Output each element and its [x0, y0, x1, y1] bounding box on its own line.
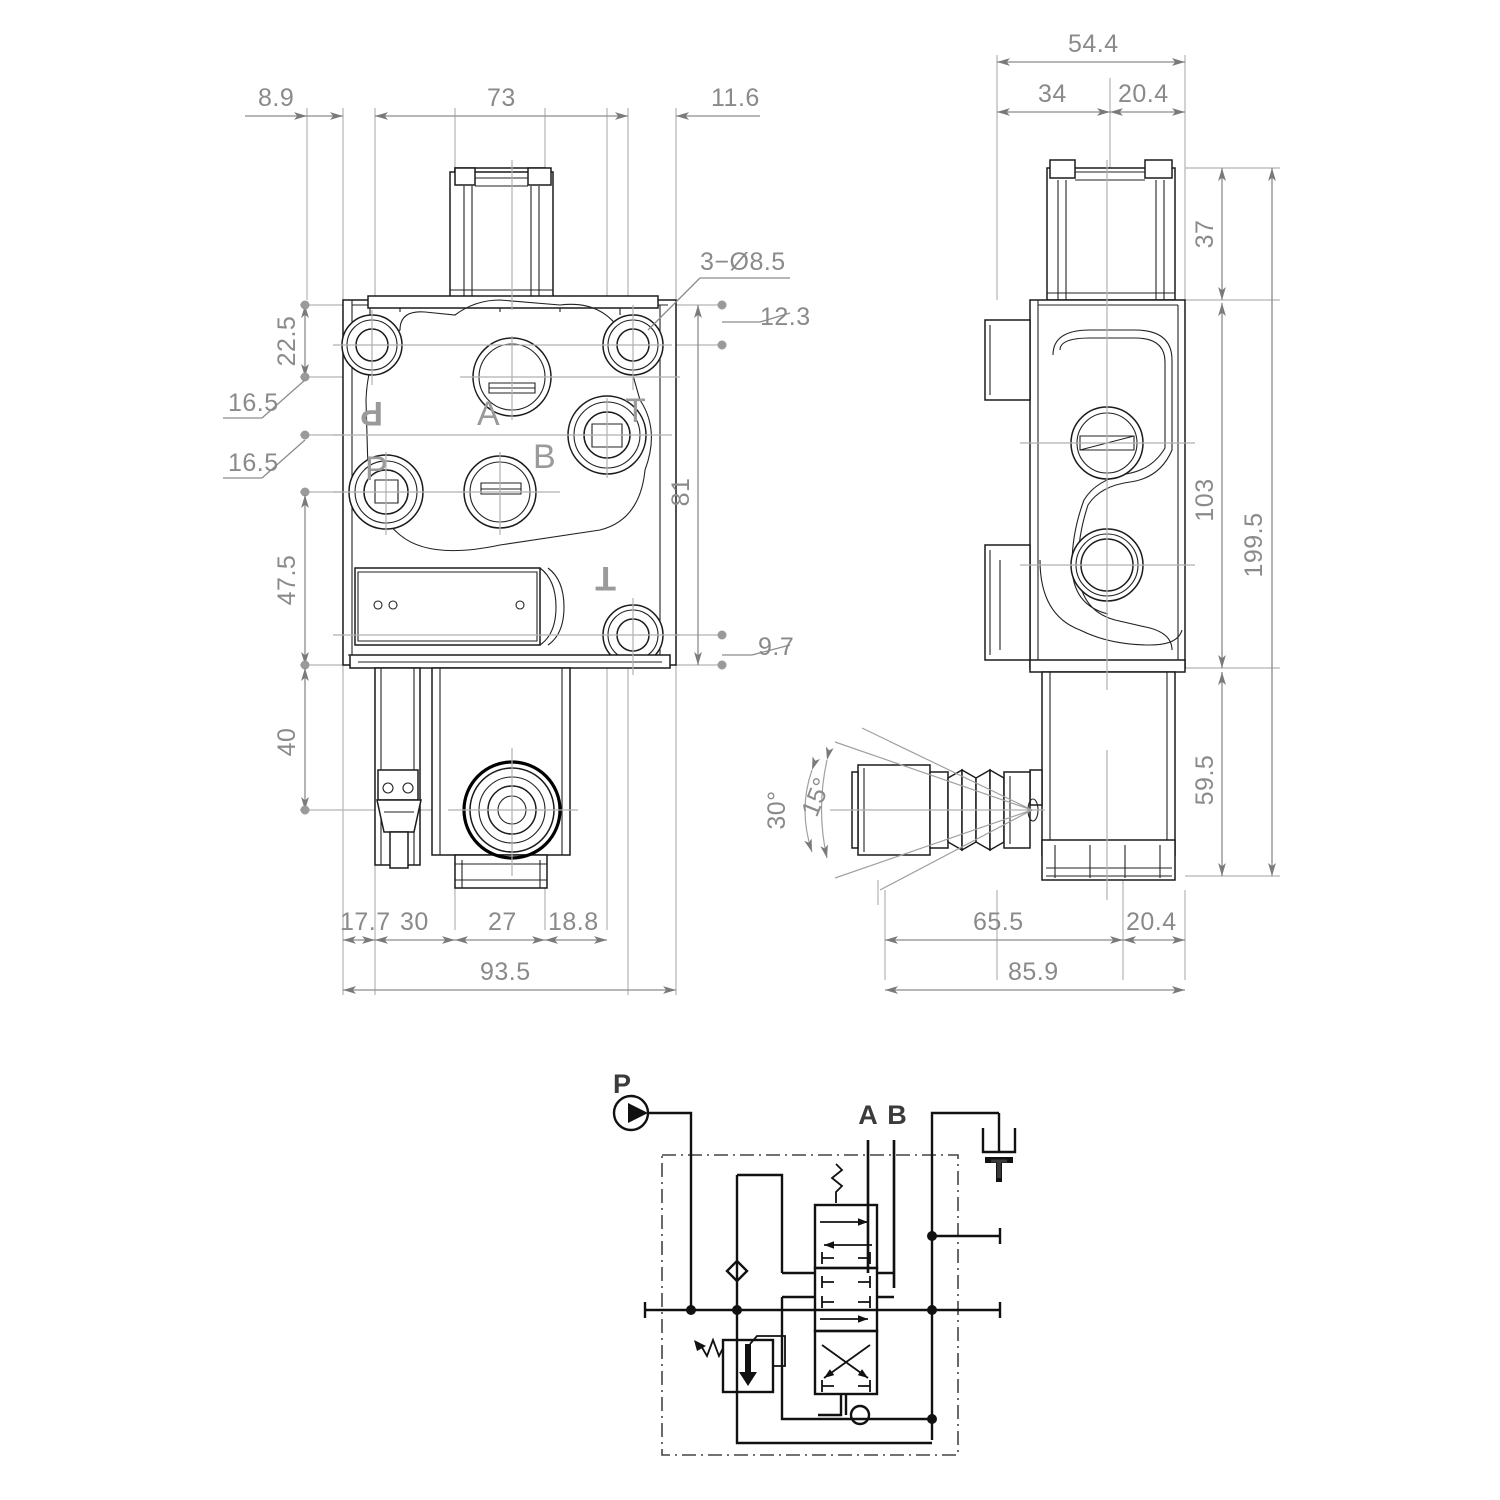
dim-16-5-b: 16.5: [228, 449, 279, 477]
dim-22-5: 22.5: [273, 316, 301, 367]
side-view: 30° 15° 54.4 34 20.4 37 103 59.5: [763, 30, 1280, 994]
port-label-p-rotated: P: [360, 394, 383, 432]
schematic-label-a: A: [858, 1100, 878, 1130]
dim-27: 27: [488, 908, 517, 936]
port-label-p: P: [365, 450, 388, 488]
check-valve: [725, 1259, 749, 1283]
front-right-dimensions: 3−Ø8.5 12.3 81 9.7: [647, 248, 811, 670]
hole-callout: 3−Ø8.5: [700, 248, 786, 276]
dim-16-5-a: 16.5: [228, 389, 279, 417]
tank-symbol: T: [981, 1113, 1017, 1184]
front-bottom-dimensions: 17.7 30 27 18.8 93.5: [340, 908, 676, 994]
relief-valve: [694, 1335, 786, 1394]
dim-12-3: 12.3: [760, 303, 811, 331]
lever-assembly: [830, 764, 1045, 856]
dim-54-4: 54.4: [1068, 30, 1119, 58]
port-label-t-rotated: T: [595, 559, 616, 597]
dim-17-7: 17.7: [340, 908, 391, 936]
side-bottom-dimensions: 65.5 20.4 85.9: [885, 908, 1185, 994]
pump-symbol: P: [612, 1069, 650, 1132]
dim-73: 73: [487, 84, 516, 112]
dim-81: 81: [667, 478, 695, 507]
dim-20-4-bottom: 20.4: [1126, 908, 1177, 936]
dim-93-5: 93.5: [480, 958, 531, 986]
dim-18-8: 18.8: [548, 908, 599, 936]
side-view-h-extension-lines: [1185, 167, 1280, 877]
front-top-dimensions: 8.9 73 11.6: [245, 84, 760, 120]
dim-20-4-top: 20.4: [1118, 80, 1169, 108]
schematic-label-p: P: [613, 1069, 631, 1099]
dim-103: 103: [1191, 478, 1219, 521]
port-label-a: A: [477, 395, 500, 433]
side-right-dimensions: 37 103 59.5 199.5: [1191, 168, 1276, 876]
dim-30: 30: [400, 908, 429, 936]
hydraulic-circuit-schematic: P T A B: [612, 1069, 1017, 1456]
dim-37: 37: [1191, 220, 1219, 249]
dim-9-7: 9.7: [758, 633, 794, 661]
schematic-label-b: B: [887, 1100, 907, 1130]
dim-8-9: 8.9: [258, 84, 294, 112]
port-label-b: B: [533, 438, 556, 476]
dim-59-5: 59.5: [1191, 755, 1219, 806]
front-view: A T P B P T: [223, 84, 811, 995]
angle-30: 30°: [763, 790, 791, 829]
side-top-dimensions: 54.4 34 20.4: [997, 30, 1185, 116]
dim-11-6: 11.6: [711, 84, 760, 112]
front-view-centerlines: [333, 160, 680, 675]
dim-47-5: 47.5: [273, 555, 301, 606]
schematic-label-t: T: [991, 1154, 1008, 1184]
front-left-dimensions: 22.5 16.5 16.5 47.5 40: [223, 300, 310, 815]
side-view-centerlines: [1020, 160, 1195, 900]
valve-body-front: A T P B P T: [341, 167, 677, 889]
dim-40: 40: [273, 728, 301, 757]
directional-control-valve: [813, 1163, 879, 1426]
dim-34: 34: [1038, 80, 1067, 108]
dim-85-9: 85.9: [1008, 958, 1059, 986]
dim-65-5: 65.5: [973, 908, 1024, 936]
dim-199-5: 199.5: [1240, 512, 1268, 577]
port-label-t: T: [625, 392, 646, 430]
